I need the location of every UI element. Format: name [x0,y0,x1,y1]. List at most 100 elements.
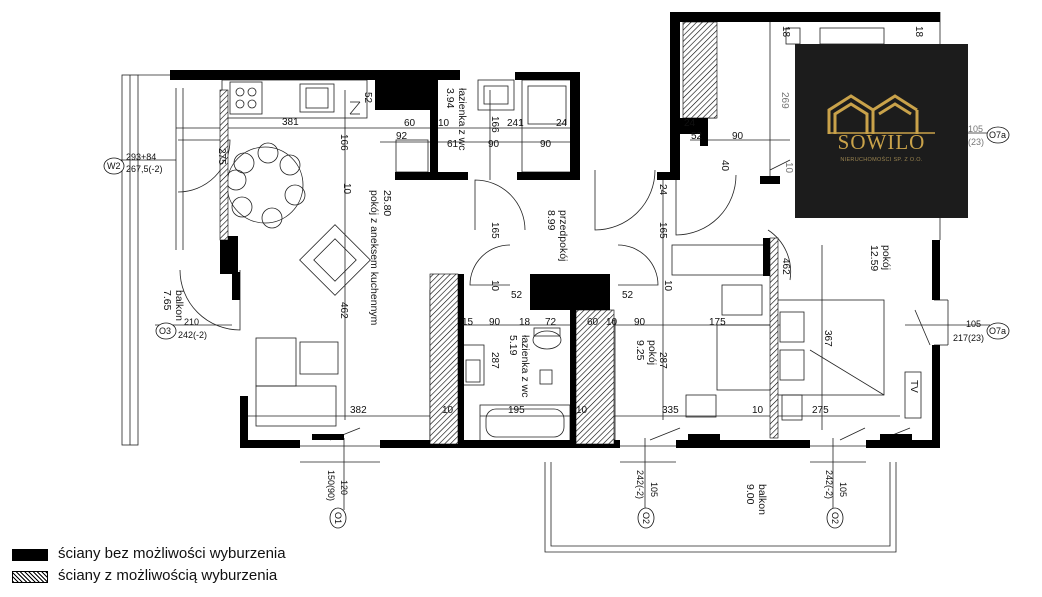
window-o1-code: O1 [333,512,343,524]
legend-label: ściany z możliwością wyburzenia [58,567,278,584]
window-tag-o1 [329,507,347,529]
dim-label: 10 [576,405,588,416]
dim-label: 165 [489,222,500,239]
window-tag-o2b [826,507,844,529]
window-o3-code: O3 [159,326,171,336]
dim-label: 166 [338,134,349,151]
dim-label: 90 [489,317,501,328]
dim-label: 92 [396,131,408,142]
dim-label: 462 [338,302,349,319]
window-o2a-code: O2 [641,512,651,524]
dim-label: 18 [519,317,531,328]
window-w2-code: W2 [107,161,121,171]
dim-label: 90 [488,139,500,150]
room-bath-top-area: 3.94 [444,88,456,109]
dim-label: 18 [913,26,924,38]
dim-label: 165 [657,222,668,239]
room-bath-bottom-name: łazienka z wc [519,335,531,397]
dim-label: 367 [822,330,833,347]
dim-label: 166 [489,116,500,133]
dim-label: 18 [780,26,791,38]
window-o1-size: 120 [339,480,349,495]
room-living-area: 25.80 [381,190,393,216]
window-o2a-size: 105 [649,482,659,497]
window-tag-w2 [103,157,125,175]
dim-label: 381 [282,117,299,128]
room-labels: pokój z aneksem kuchennym 25.80 przedpok… [161,88,892,515]
window-o3-height: 242(-2) [178,330,207,340]
window-o1-height: 150(90) [326,470,336,501]
balcony-left-area: 7.65 [161,290,173,311]
window-o7b-height: (23) [968,137,984,147]
balcony-bottom-area: 9.00 [744,484,756,505]
dimension-labels: 381 166 52 60 92 10 61 90 166 241 90 24 … [216,26,924,416]
room-middle-name: pokój [646,340,658,365]
dim-label: 462 [780,258,791,275]
dim-label: 10 [489,280,500,292]
window-w2-size: 293+84 [126,152,156,162]
dim-label: 90 [732,131,744,142]
window-tags: W2 293+84 267,5(-2) O3 210 242(-2) O1 12… [103,124,1010,529]
window-tag-o7b [986,126,1010,144]
tv-label: TV [908,380,919,393]
balcony-bottom-name: balkon [756,484,768,515]
room-middle-area: 9.25 [634,340,646,361]
room-bath-top-name: łazienka z wc [456,88,468,150]
dim-label: 61 [447,139,459,150]
dim-label: 90 [540,139,552,150]
walls-hatched [219,21,779,445]
dim-label: 10 [438,118,450,129]
dim-label: 40 [719,160,730,172]
dim-label: 10 [341,183,352,195]
dim-label: 10 [783,162,794,174]
window-o7b-size: 105 [968,124,983,134]
dim-label: 287 [657,352,668,369]
sowilo-logo: SOWILO NIERUCHOMOŚCI SP. Z O.O. [795,44,968,218]
legend-swatch-hatched [12,571,48,583]
window-tag-o2a [637,507,655,529]
dim-label: 10 [752,405,764,416]
dim-label: 335 [662,405,679,416]
dim-label: 24 [657,184,668,196]
legend-label: ściany bez możliwości wyburzenia [58,545,286,562]
dim-label: 269 [779,92,790,109]
dim-label: 52 [511,290,523,301]
dim-label: 241 [507,118,524,129]
room-right-area: 12.59 [868,245,880,271]
window-o2a-height: 242(-2) [635,470,645,499]
room-hallway-area: 8.99 [545,210,557,231]
window-o7b-code: O7a [989,130,1006,140]
dim-label: 24 [556,118,568,129]
dim-label: 10 [662,280,673,292]
window-tag-o3 [155,322,177,340]
window-tag-o7a [986,322,1010,340]
house-roof-icon [827,94,935,134]
legend-swatch-solid [12,549,48,561]
dim-label: 287 [489,352,500,369]
room-hallway-name: przedpokój [557,210,569,261]
dim-label: 175 [709,317,726,328]
dim-label: 195 [508,405,525,416]
window-o7a-height: 217(23) [953,333,984,343]
window-o7a-size: 105 [966,319,981,329]
window-o2b-size: 105 [838,482,848,497]
dim-label: 72 [545,317,557,328]
window-o2b-height: 242(-2) [824,470,834,499]
dim-label: 52 [691,131,703,142]
window-o3-size: 210 [184,317,199,327]
dim-label: 275 [812,405,829,416]
dim-label: 90 [634,317,646,328]
dim-label: 10 [442,405,454,416]
dim-label: 382 [350,405,367,416]
dim-label: 24 [684,118,696,129]
dim-label: 60 [587,317,599,328]
room-living-name: pokój z aneksem kuchennym [368,190,380,326]
room-right-name: pokój [880,245,892,270]
room-bath-bottom-area: 5.19 [507,335,519,356]
window-o2b-code: O2 [830,512,840,524]
dim-label: 60 [404,118,416,129]
logo-name: SOWILO [837,130,926,154]
window-o7a-code: O7a [989,326,1006,336]
walls-solid [170,12,940,448]
